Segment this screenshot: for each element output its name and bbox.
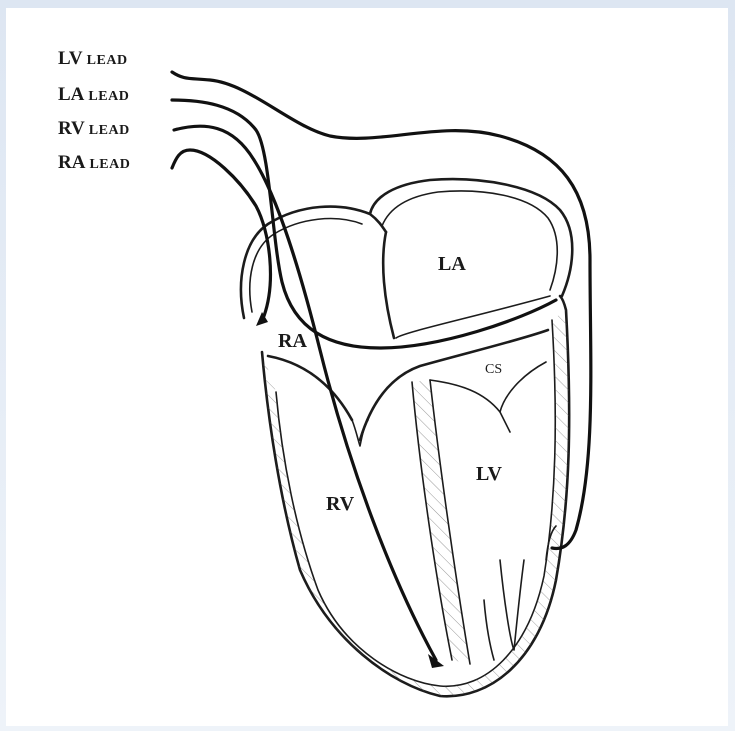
lv-label: LV (476, 463, 503, 485)
cs-leaflet (500, 412, 510, 432)
ventricle-inner-wall (276, 320, 555, 686)
septum-hatching (412, 380, 470, 664)
rv-label: RV (326, 493, 355, 515)
la-outer-wall (370, 179, 572, 296)
papillary-muscle-1 (500, 560, 524, 650)
ra-label: RA (278, 330, 307, 352)
ra-lead (172, 150, 270, 316)
rv-lead-tip (428, 654, 444, 668)
heart-outline (241, 179, 572, 696)
pacing-leads (172, 72, 591, 668)
la-inner-wall (382, 191, 557, 290)
papillary-muscle-2 (484, 600, 494, 660)
tricuspid-annulus (268, 356, 352, 420)
la-label: LA (438, 253, 466, 275)
cs-label: CS (485, 362, 502, 377)
lv-lead (172, 72, 591, 548)
tricuspid-leaflet (352, 420, 368, 446)
atrial-septum (383, 232, 394, 338)
